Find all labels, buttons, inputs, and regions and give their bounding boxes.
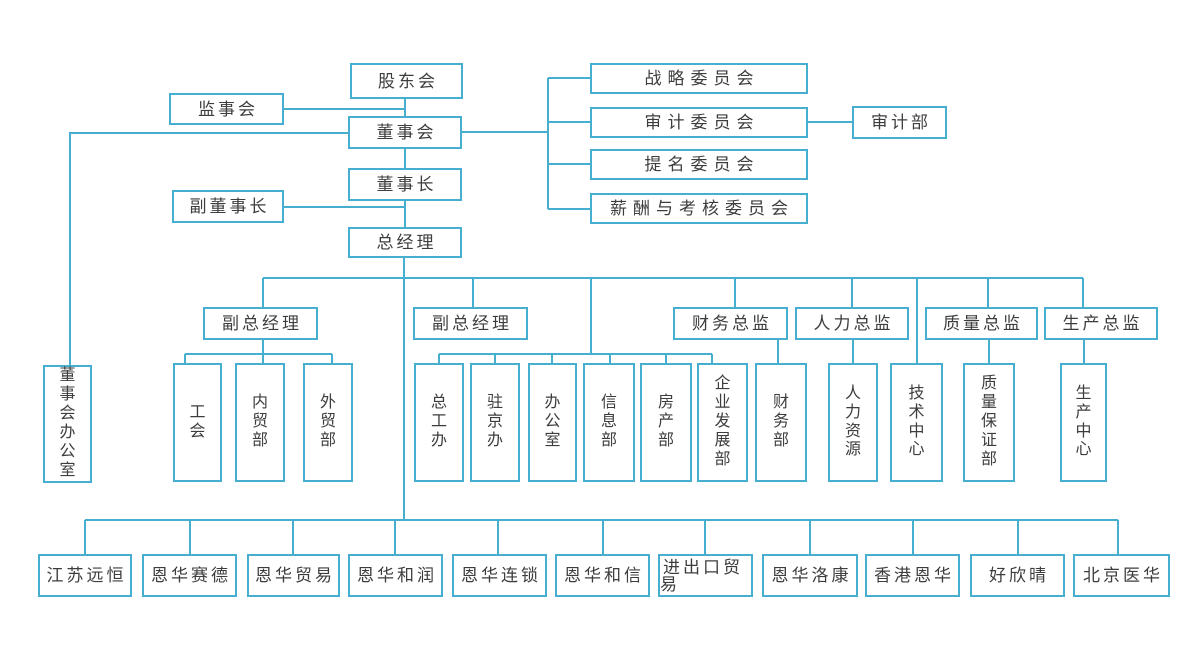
node-quality-assurance-dept: 质 量 保 证 部 xyxy=(963,363,1015,482)
node-chief-engineer-office: 总 工 办 xyxy=(414,363,464,482)
node-haoxinqing: 好欣晴 xyxy=(970,554,1065,597)
node-audit-committee: 审计委员会 xyxy=(590,107,808,138)
connector xyxy=(69,132,348,365)
node-nomination-committee: 提名委员会 xyxy=(590,149,808,180)
node-remuneration-committee: 薪酬与考核委员会 xyxy=(590,193,808,224)
node-deputy-gm-2: 副总经理 xyxy=(413,307,528,340)
node-quality-director: 质量总监 xyxy=(925,307,1038,340)
node-hr-director: 人力总监 xyxy=(795,307,909,340)
node-audit-department: 审计部 xyxy=(852,106,947,139)
node-beijing-yihua: 北京医华 xyxy=(1073,554,1170,597)
node-production-director: 生产总监 xyxy=(1044,307,1158,340)
node-enhua-hexin: 恩华和信 xyxy=(555,554,650,597)
node-real-estate-dept: 房 产 部 xyxy=(640,363,692,482)
node-finance-director: 财务总监 xyxy=(673,307,788,340)
node-human-resources: 人 力 资 源 xyxy=(828,363,878,482)
node-enhua-herun: 恩华和润 xyxy=(348,554,443,597)
node-import-export-trading: 进出口贸易 xyxy=(658,554,753,597)
node-finance-dept: 财 务 部 xyxy=(755,363,807,482)
node-chairman: 董事长 xyxy=(348,168,462,201)
node-vice-chairman: 副董事长 xyxy=(172,190,284,223)
node-enhua-luokang: 恩华洛康 xyxy=(762,554,858,597)
node-foreign-trade-dept: 外 贸 部 xyxy=(303,363,353,482)
node-deputy-gm-1: 副总经理 xyxy=(203,307,318,340)
node-general-office: 办 公 室 xyxy=(528,363,577,482)
node-board-office: 董 事 会 办 公 室 xyxy=(43,365,92,483)
node-enhua-trading: 恩华贸易 xyxy=(247,554,340,597)
node-technology-center: 技 术 中 心 xyxy=(890,363,943,482)
node-supervisory-board: 监事会 xyxy=(169,93,284,125)
node-strategy-committee: 战略委员会 xyxy=(590,63,808,94)
node-enhua-saide: 恩华赛德 xyxy=(142,554,237,597)
node-board-of-directors: 董事会 xyxy=(348,116,462,149)
node-shareholders: 股东会 xyxy=(350,63,463,99)
node-beijing-office: 驻 京 办 xyxy=(470,363,520,482)
node-general-manager: 总经理 xyxy=(348,227,462,258)
node-hongkong-enhua: 香港恩华 xyxy=(865,554,960,597)
node-jiangsu-yuanheng: 江苏远恒 xyxy=(38,554,132,597)
node-production-center: 生 产 中 心 xyxy=(1060,363,1107,482)
node-enhua-liansuo: 恩华连锁 xyxy=(452,554,547,597)
node-labor-union: 工 会 xyxy=(173,363,222,482)
node-domestic-trade-dept: 内 贸 部 xyxy=(235,363,285,482)
node-information-dept: 信 息 部 xyxy=(583,363,635,482)
node-enterprise-dev-dept: 企 业 发 展 部 xyxy=(697,363,748,482)
